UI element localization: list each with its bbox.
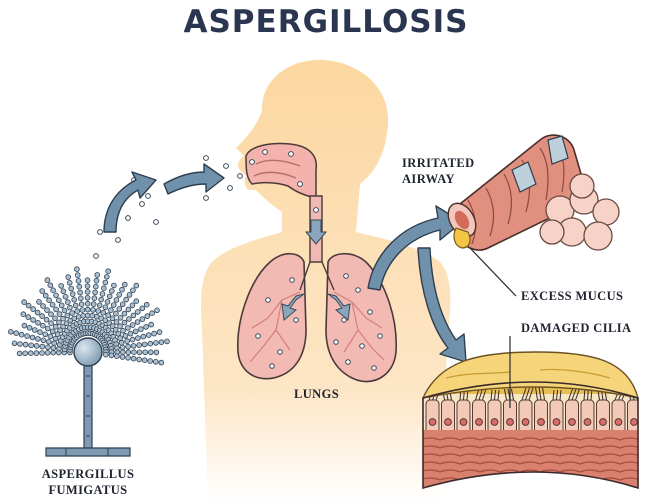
aspergillus-fungus-illustration [8, 267, 169, 456]
excess-mucus-label: EXCESS MUCUS [521, 288, 623, 304]
airway-label-line-1: IRRITATED [402, 155, 475, 171]
diagram-title: ASPERGILLOSIS [0, 4, 652, 40]
fungus-label-line-1: ASPERGILLUS [18, 466, 158, 482]
airway-label: IRRITATED AIRWAY [402, 155, 475, 187]
airway-label-line-2: AIRWAY [402, 171, 475, 187]
fungus-label-line-2: FUMIGATUS [18, 482, 158, 498]
fungus-label: ASPERGILLUS FUMIGATUS [18, 466, 158, 498]
lungs-label: LUNGS [294, 386, 339, 402]
human-silhouette [201, 60, 450, 502]
airway-tissue-cross-section [420, 340, 652, 490]
damaged-cilia-label: DAMAGED CILIA [521, 320, 631, 336]
